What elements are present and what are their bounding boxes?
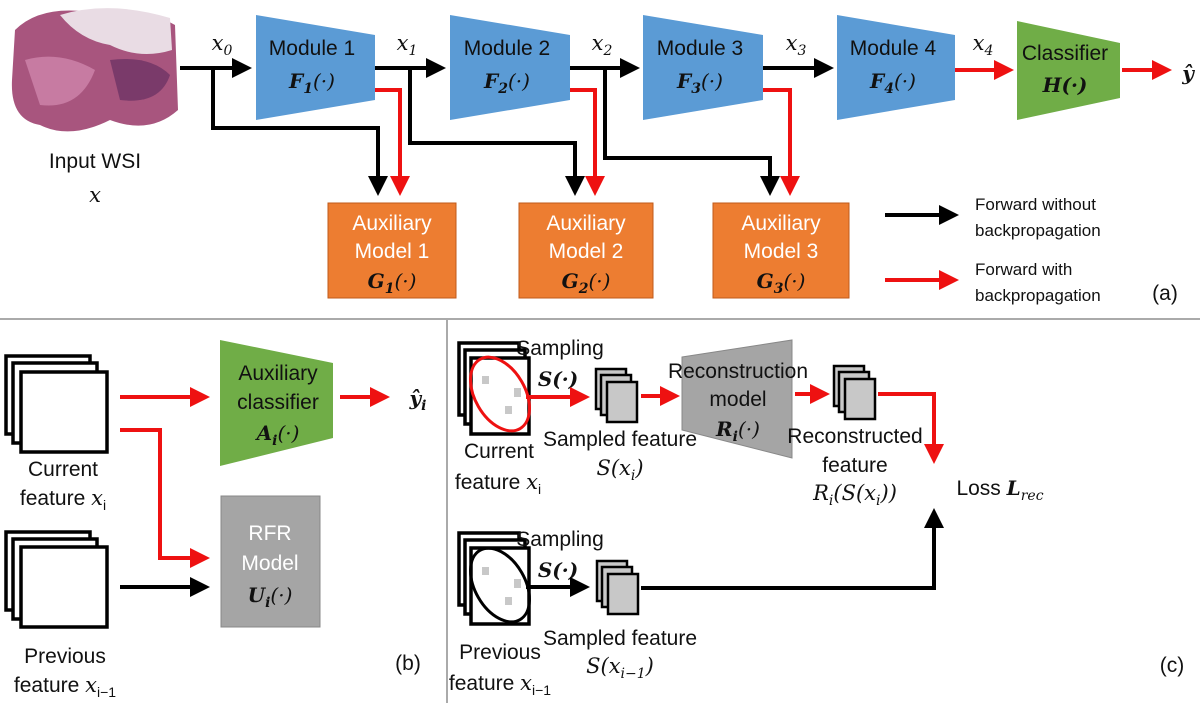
svg-text:Model 2: Model 2 bbox=[549, 240, 624, 263]
panel-a-tag: (a) bbox=[1152, 282, 1178, 305]
svg-text:Model 3: Model 3 bbox=[744, 240, 819, 263]
svg-text:Reconstructed: Reconstructed bbox=[787, 425, 922, 448]
feature-x4: x4 bbox=[973, 31, 994, 59]
svg-text:Auxiliary: Auxiliary bbox=[238, 362, 318, 385]
arrows-panel-c bbox=[526, 384, 944, 597]
current-feature-stack bbox=[4, 354, 109, 454]
svg-text:Module 3: Module 3 bbox=[657, 37, 743, 60]
svg-text:F4(·): F4(·) bbox=[869, 69, 916, 97]
module-4: Module 4 F4(·) bbox=[837, 15, 955, 120]
feature-x2: x2 bbox=[592, 31, 613, 59]
feature-x1: x1 bbox=[397, 31, 418, 59]
svg-text:G2(·): G2(·) bbox=[562, 269, 611, 297]
svg-text:Sampled feature: Sampled feature bbox=[543, 627, 697, 650]
svg-text:Auxiliary: Auxiliary bbox=[352, 212, 432, 235]
module-2: Module 2 F2(·) bbox=[450, 15, 570, 120]
svg-text:S(·): S(·) bbox=[538, 367, 578, 391]
reconstructed-feature-expr: Ri(S(xi)) bbox=[812, 481, 897, 509]
svg-text:Sampled feature: Sampled feature bbox=[543, 428, 697, 451]
reconstruction-model: Reconstruction model Ri(·) bbox=[668, 339, 808, 459]
current-feature-sampled-stack bbox=[457, 341, 531, 436]
legend: Forward without backpropagation Forward … bbox=[885, 195, 1101, 305]
svg-text:Classifier: Classifier bbox=[1022, 42, 1108, 65]
svg-text:Forward without: Forward without bbox=[975, 195, 1096, 214]
svg-text:F3(·): F3(·) bbox=[676, 69, 723, 97]
input-wsi-label: Input WSI bbox=[49, 150, 141, 173]
svg-text:feature: feature bbox=[822, 454, 887, 477]
feature-x0: x0 bbox=[212, 31, 233, 59]
auxiliary-model-3: Auxiliary Model 3 G3(·) bbox=[712, 202, 850, 299]
svg-text:Reconstruction: Reconstruction bbox=[668, 360, 808, 383]
svg-text:G3(·): G3(·) bbox=[757, 269, 806, 297]
svg-text:backpropagation: backpropagation bbox=[975, 286, 1101, 305]
output-y-hat: ŷ bbox=[1181, 61, 1195, 85]
panel-c-tag: (c) bbox=[1160, 654, 1185, 677]
rfr-model: RFR Model Ui(·) bbox=[220, 495, 321, 628]
input-wsi-image bbox=[5, 2, 180, 140]
auxiliary-model-2: Auxiliary Model 2 G2(·) bbox=[518, 202, 654, 299]
svg-text:Ri(·): Ri(·) bbox=[715, 417, 760, 445]
previous-feature-sampled-stack bbox=[457, 531, 531, 626]
svg-text:Module 1: Module 1 bbox=[269, 37, 355, 60]
previous-feature-label: feature xi−1 bbox=[14, 673, 116, 700]
auxiliary-classifier: Auxiliary classifier Ai(·) bbox=[220, 340, 333, 466]
loss-label: Loss Lrec bbox=[956, 476, 1043, 504]
svg-text:G1(·): G1(·) bbox=[368, 269, 417, 297]
svg-text:F2(·): F2(·) bbox=[483, 69, 530, 97]
arrows-panel-a bbox=[180, 58, 1172, 196]
feature-x3: x3 bbox=[786, 31, 807, 59]
auxiliary-model-1: Auxiliary Model 1 G1(·) bbox=[327, 202, 457, 299]
svg-text:Previous: Previous bbox=[459, 641, 541, 664]
classifier: Classifier H(·) bbox=[1017, 21, 1120, 120]
auxiliary-output: ŷi bbox=[409, 386, 427, 414]
current-feature-label-c: feature xi bbox=[455, 470, 541, 497]
svg-text:Auxiliary: Auxiliary bbox=[546, 212, 626, 235]
svg-text:S(·): S(·) bbox=[538, 558, 578, 582]
reconstructed-feature-stack bbox=[832, 364, 877, 421]
svg-text:backpropagation: backpropagation bbox=[975, 221, 1101, 240]
svg-text:classifier: classifier bbox=[237, 391, 319, 414]
input-variable: x bbox=[89, 183, 101, 207]
svg-text:Previous: Previous bbox=[24, 645, 106, 668]
module-3: Module 3 F3(·) bbox=[643, 15, 763, 120]
svg-text:F1(·): F1(·) bbox=[288, 69, 335, 97]
svg-text:Forward with: Forward with bbox=[975, 260, 1072, 279]
svg-text:Sampling: Sampling bbox=[516, 528, 604, 551]
arrows-panel-b bbox=[120, 387, 390, 597]
sampled-feature-prev-expr: S(xi−1) bbox=[586, 654, 654, 682]
panel-b-tag: (b) bbox=[395, 652, 421, 675]
svg-text:Sampling: Sampling bbox=[516, 337, 604, 360]
svg-text:Current: Current bbox=[28, 458, 98, 481]
svg-text:Ui(·): Ui(·) bbox=[248, 583, 293, 611]
svg-text:model: model bbox=[709, 388, 766, 411]
svg-text:Model 1: Model 1 bbox=[355, 240, 430, 263]
sampled-feature-expr: S(xi) bbox=[596, 456, 643, 484]
sampled-feature-stack bbox=[594, 367, 639, 424]
svg-text:H(·): H(·) bbox=[1042, 73, 1088, 97]
sampled-feature-stack-previous bbox=[595, 559, 640, 616]
svg-text:Ai(·): Ai(·) bbox=[255, 421, 300, 449]
svg-text:Module 2: Module 2 bbox=[464, 37, 550, 60]
svg-text:Current: Current bbox=[464, 440, 534, 463]
svg-text:Model: Model bbox=[241, 552, 298, 575]
current-feature-label: feature xi bbox=[20, 486, 106, 513]
svg-text:Module 4: Module 4 bbox=[850, 37, 937, 60]
module-1: Module 1 F1(·) bbox=[256, 15, 375, 120]
svg-text:Auxiliary: Auxiliary bbox=[741, 212, 821, 235]
previous-feature-stack bbox=[4, 530, 109, 629]
svg-text:RFR: RFR bbox=[248, 522, 291, 545]
previous-feature-label-c: feature xi−1 bbox=[449, 671, 551, 698]
